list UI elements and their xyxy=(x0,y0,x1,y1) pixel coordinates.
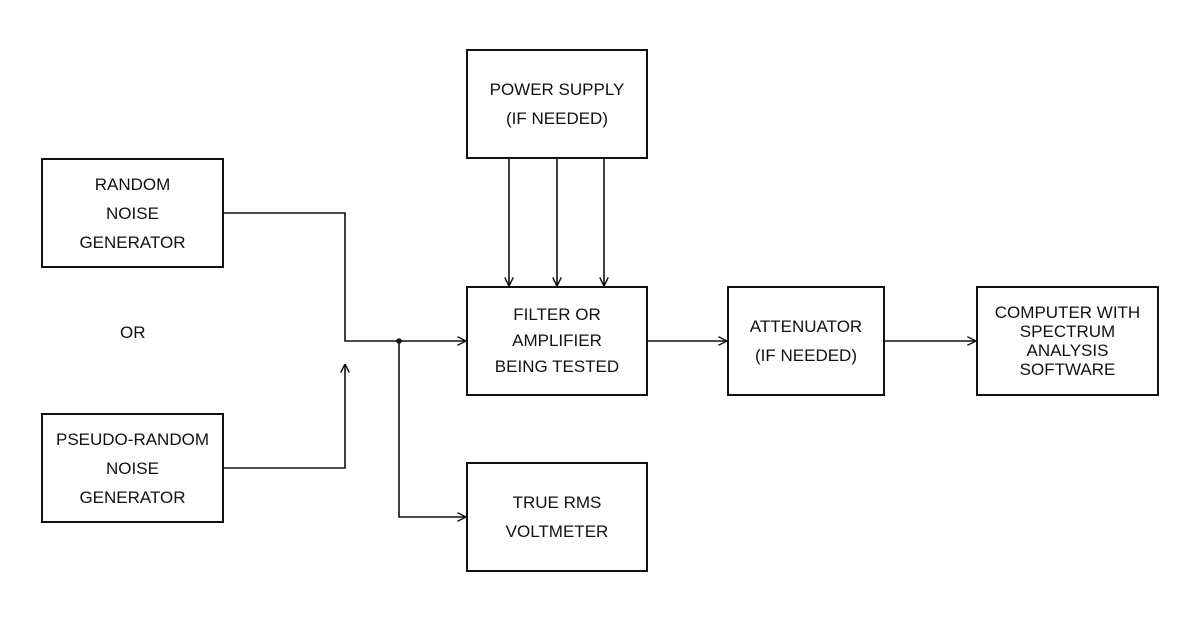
pseudo-random-noise-generator-block: PSEUDO-RANDOM NOISE GENERATOR xyxy=(41,413,224,523)
block-label: ATTENUATOR xyxy=(749,317,863,336)
block-label: (IF NEEDED) xyxy=(755,346,857,365)
block-label: FILTER OR xyxy=(513,305,601,324)
block-label: AMPLIFIER xyxy=(512,331,602,350)
filter-or-amplifier-block: FILTER OR AMPLIFIER BEING TESTED xyxy=(466,286,648,396)
block-label: VOLTMETER xyxy=(505,522,609,541)
random-noise-generator-block: RANDOM NOISE GENERATOR xyxy=(41,158,224,268)
block-label: GENERATOR xyxy=(79,487,186,507)
block-label: SOFTWARE xyxy=(1019,360,1116,379)
junction-to-voltmeter-arrow xyxy=(398,341,466,517)
block-label: TRUE RMS xyxy=(512,493,602,512)
power-supply-block: POWER SUPPLY (IF NEEDED) xyxy=(466,49,648,159)
random-noise-connector xyxy=(224,212,399,342)
block-label: GENERATOR xyxy=(79,232,186,252)
block-label: ANALYSIS xyxy=(1026,341,1109,360)
block-label: COMPUTER WITH xyxy=(994,303,1141,322)
block-label: NOISE xyxy=(106,203,159,223)
attenuator-block: ATTENUATOR (IF NEEDED) xyxy=(727,286,885,396)
block-label: SPECTRUM xyxy=(1019,322,1116,341)
block-label: BEING TESTED xyxy=(494,357,620,376)
block-label: (IF NEEDED) xyxy=(506,109,608,128)
or-label: OR xyxy=(120,323,146,342)
pseudo-random-connector xyxy=(224,364,345,469)
block-label: POWER SUPPLY xyxy=(489,80,625,99)
junction-dot xyxy=(396,338,402,344)
block-label: NOISE xyxy=(106,458,159,478)
true-rms-voltmeter-block: TRUE RMS VOLTMETER xyxy=(466,462,648,572)
block-label: PSEUDO-RANDOM xyxy=(55,429,209,449)
block-label: RANDOM xyxy=(94,174,171,194)
computer-spectrum-analysis-block: COMPUTER WITH SPECTRUM ANALYSIS SOFTWARE xyxy=(976,286,1159,396)
